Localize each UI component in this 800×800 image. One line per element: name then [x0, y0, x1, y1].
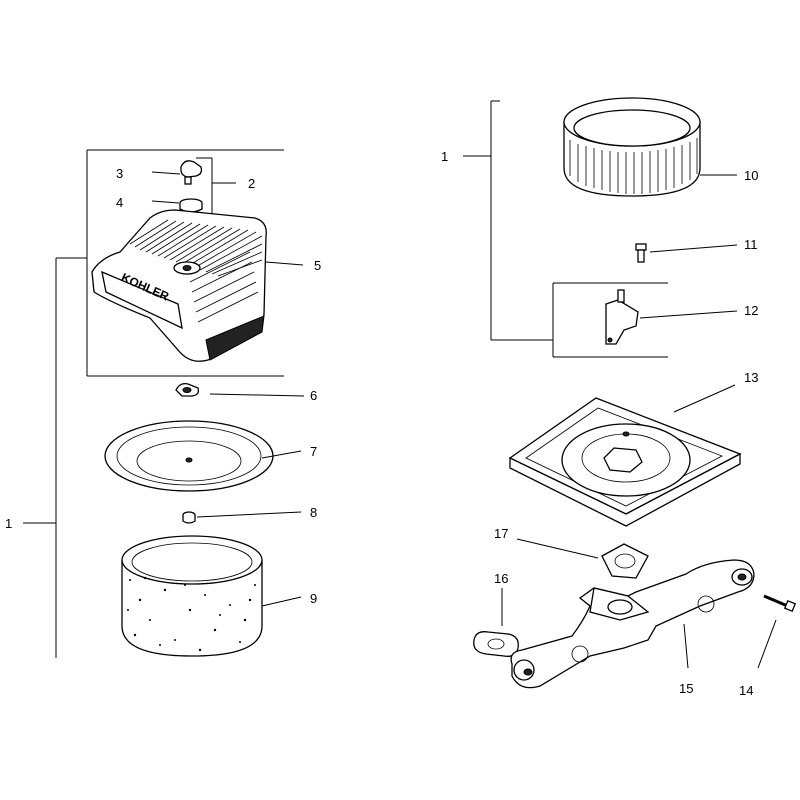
callout-3: 3	[116, 166, 123, 181]
callout-12: 12	[744, 303, 758, 318]
callout-15: 15	[679, 681, 693, 696]
left-assembly-bracket	[23, 149, 284, 658]
part-13-base-plate	[508, 384, 742, 527]
callout-labels: 1 2 3 4 5 6 7 8 9 1 10 11 12 13 14 15 16…	[5, 149, 758, 698]
part-6-wingnut	[175, 382, 305, 397]
part-17-gasket	[516, 538, 649, 579]
part-15-manifold	[510, 559, 755, 689]
part-8-nut	[182, 511, 302, 524]
callout-16: 16	[494, 571, 508, 586]
callout-6: 6	[310, 388, 317, 403]
part-4-nut	[151, 198, 203, 213]
callout-17: 17	[494, 526, 508, 541]
part-14-screw	[757, 594, 797, 669]
callout-10: 10	[744, 168, 758, 183]
callout-8: 8	[310, 505, 317, 520]
part-3-knob	[151, 160, 203, 185]
part-11-screw	[635, 243, 738, 263]
part-5-cover: KOHLER	[91, 209, 304, 362]
part-9-precleaner	[121, 535, 302, 657]
right-assembly-bracket	[463, 100, 668, 358]
callout-9: 9	[310, 591, 317, 606]
part-16-gasket	[473, 588, 519, 657]
callout-5: 5	[314, 258, 321, 273]
callout-1-left: 1	[5, 516, 12, 531]
part-12-bracket	[605, 289, 738, 345]
callout-4: 4	[116, 195, 123, 210]
part-7-cover-plate	[104, 420, 302, 492]
part-10-air-filter-element	[563, 97, 737, 197]
callout-14: 14	[739, 683, 753, 698]
callout-11: 11	[744, 237, 758, 252]
callout-1-right: 1	[441, 149, 448, 164]
callout-2: 2	[248, 176, 255, 191]
callout-7: 7	[310, 444, 317, 459]
callout-13: 13	[744, 370, 758, 385]
